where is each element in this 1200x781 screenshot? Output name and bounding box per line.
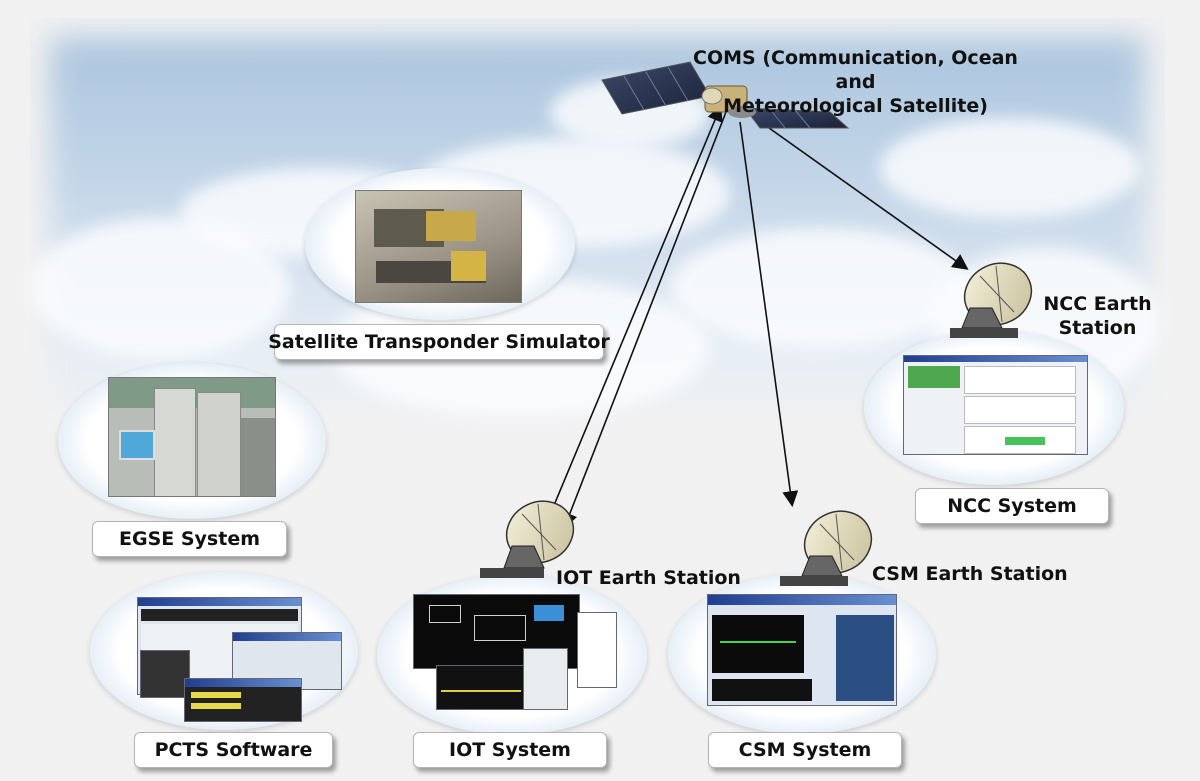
downlink-arrow-ncc [754,117,969,270]
pcts-screenshot-panel [140,650,190,698]
pcts-screenshot-power [184,678,302,722]
ncc-screenshot [903,355,1088,455]
satellite-caption: COMS (Communication, Ocean and Meteorolo… [683,46,1028,118]
csm-system-label: CSM System [708,732,902,768]
uplink-arrow-iot [551,105,723,511]
egse-label: EGSE System [92,521,287,557]
ncc-station-caption-line2: Station [1058,317,1137,339]
iot-screenshot-dialog [523,648,568,710]
csm-station-caption: CSM Earth Station [872,563,1068,585]
ncc-system-label: NCC System [915,488,1109,524]
downlink-arrow-iot [562,111,727,529]
iot-system-label: IOT System [413,732,607,768]
satellite-caption-line1: COMS (Communication, Ocean and [693,47,1018,93]
csm-antenna-icon [780,510,873,586]
iot-antenna-icon [480,500,575,578]
iot-screenshot-plot [577,612,617,688]
ncc-station-caption: NCC Earth Station [1040,292,1155,340]
ncc-antenna-icon [950,262,1033,338]
iot-station-caption: IOT Earth Station [556,567,741,589]
satellite-icon [601,61,850,129]
egse-photo [108,377,276,497]
ncc-station-caption-line1: NCC Earth [1043,293,1152,315]
iot-screenshot-spectrum [436,665,526,710]
satellite-caption-line2: Meteorological Satellite) [723,95,988,117]
simulator-label: Satellite Transponder Simulator [268,324,610,360]
pcts-label: PCTS Software [134,732,333,768]
downlink-arrow-csm [739,121,799,508]
csm-screenshot [707,594,897,706]
simulator-photo [355,190,522,303]
